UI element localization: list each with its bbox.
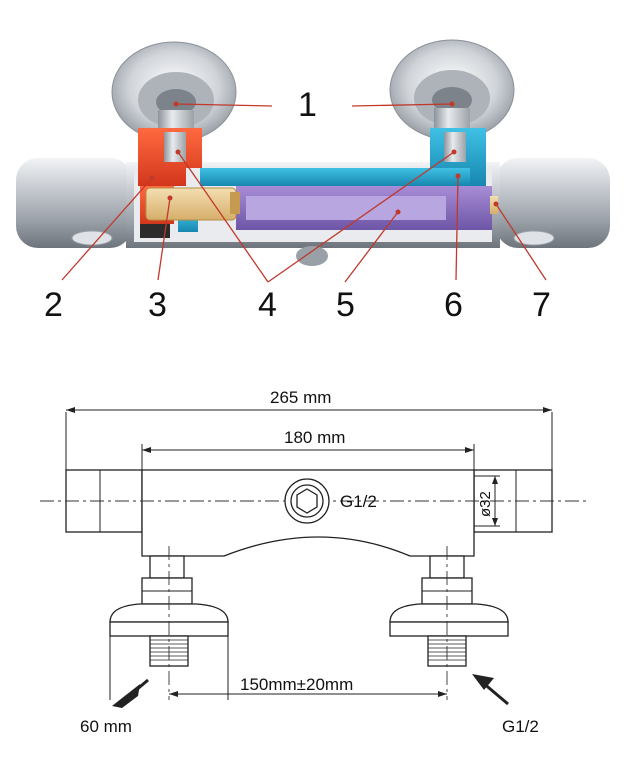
callout-5: 5 bbox=[336, 286, 355, 324]
dimension-flange: 60 mm bbox=[80, 636, 229, 736]
cutaway-illustration: 1 2 3 4 5 6 7 bbox=[0, 0, 630, 330]
outlet-nut bbox=[284, 478, 330, 524]
right-inlet-assembly bbox=[389, 546, 509, 700]
callout-7: 7 bbox=[532, 286, 551, 324]
body-length-label: 180 mm bbox=[284, 428, 345, 447]
callout-6: 6 bbox=[444, 286, 463, 324]
callout-4: 4 bbox=[258, 286, 277, 324]
dimension-overall: 265 mm bbox=[65, 388, 553, 470]
inlet-thread-label: G1/2 bbox=[502, 717, 539, 736]
right-handle bbox=[496, 158, 610, 248]
left-eccentric-connector bbox=[111, 41, 237, 143]
callout-2: 2 bbox=[44, 286, 63, 324]
outlet-thread-label: G1/2 bbox=[340, 492, 377, 511]
left-inlet-assembly bbox=[109, 546, 229, 700]
callout-1: 1 bbox=[298, 86, 317, 124]
left-handle bbox=[16, 158, 132, 248]
dimension-spacing: 150mm±20mm bbox=[169, 675, 447, 697]
inlet-spacing-label: 150mm±20mm bbox=[240, 675, 353, 694]
diameter-label: ø32 bbox=[477, 491, 494, 517]
flange-diameter-label: 60 mm bbox=[80, 717, 132, 736]
leader-lines bbox=[61, 101, 547, 283]
technical-drawing: 265 mm 180 mm G1/2 bbox=[40, 388, 590, 736]
right-eccentric-connector bbox=[389, 39, 515, 141]
inlet-thread-arrow: G1/2 bbox=[472, 674, 539, 736]
callout-3: 3 bbox=[148, 286, 167, 324]
dimension-body: 180 mm bbox=[141, 428, 475, 470]
dimension-diameter: ø32 bbox=[474, 475, 500, 527]
overall-length-label: 265 mm bbox=[270, 388, 331, 407]
